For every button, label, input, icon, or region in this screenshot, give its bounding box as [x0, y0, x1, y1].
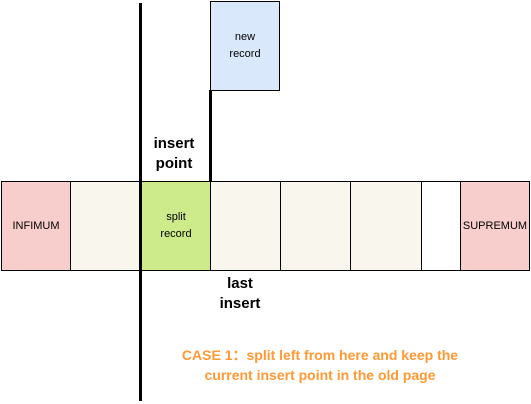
split-record: split record	[141, 181, 211, 271]
insert-point-line	[139, 3, 142, 401]
new-record-connector	[209, 90, 212, 182]
record-4	[280, 181, 351, 271]
new-record: new record	[210, 1, 280, 91]
new-record-label: new record	[229, 31, 261, 60]
insert-point-label: insert point	[153, 135, 195, 172]
split-record-label: split record	[160, 211, 192, 240]
record-5	[350, 181, 422, 271]
empty-slot	[421, 181, 461, 271]
supremum-label: SUPREMUM	[462, 219, 528, 232]
case-caption: CASE 1：split left from here and keep the…	[181, 347, 459, 383]
last-insert-label: last insert	[219, 275, 261, 312]
infimum-record: INFIMUM	[1, 181, 71, 271]
supremum-record: SUPREMUM	[460, 181, 530, 271]
record-1	[70, 181, 141, 271]
record-3	[210, 181, 281, 271]
infimum-label: INFIMUM	[12, 219, 60, 232]
